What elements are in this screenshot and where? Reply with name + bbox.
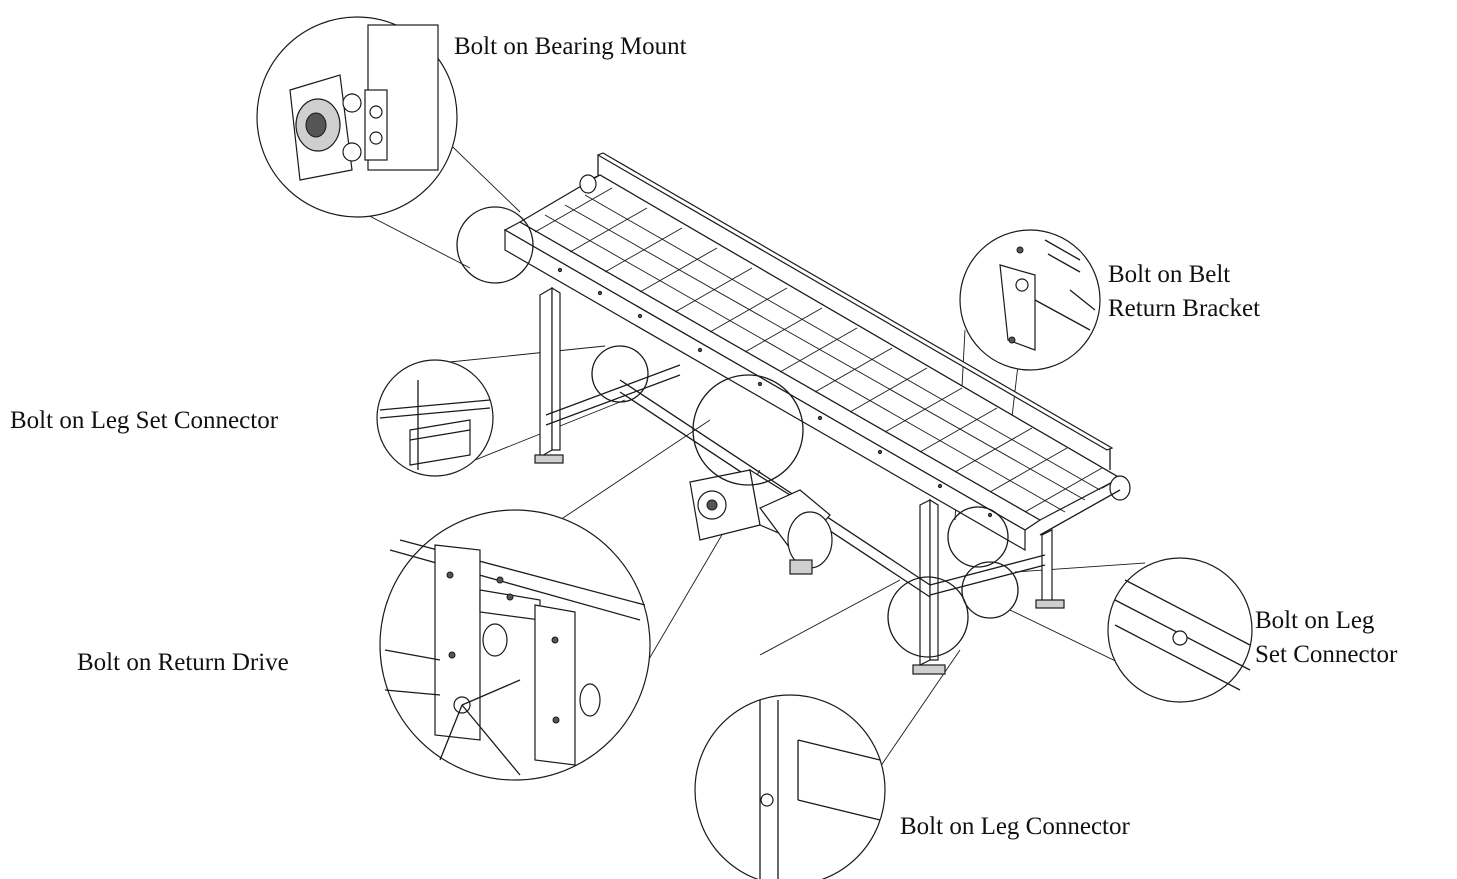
legs (534, 286, 1065, 675)
callout-return-drive: Bolt on Return Drive (77, 646, 289, 680)
detail-leg-set-connector-left (376, 359, 494, 477)
detail-bearing-mount (256, 16, 458, 218)
callout-belt-return-line2: Return Bracket (1108, 295, 1261, 322)
zoom-markers (456, 206, 1019, 658)
conveyor-frame (503, 152, 1131, 552)
callout-leg-set-connector-left-text: Bolt on Leg Set Connector (10, 407, 279, 434)
callout-leg-connector-text: Bolt on Leg Connector (900, 813, 1130, 840)
callout-bearing-mount: Bolt on Bearing Mount (454, 30, 687, 64)
detail-leg-set-connector-right (1107, 557, 1253, 703)
detail-leg-connector (694, 694, 886, 879)
detail-belt-return-bracket (959, 229, 1101, 371)
rail-bolt-holes (557, 267, 993, 518)
drive-motor (689, 468, 833, 575)
callout-leg-set-connector-left: Bolt on Leg Set Connector (10, 404, 278, 438)
callout-leg-set-connector-right-line1: Bolt on Leg (1255, 607, 1375, 634)
belt-slats (534, 187, 1103, 513)
callout-leg-connector: Bolt on Leg Connector (900, 810, 1130, 844)
callout-bearing-mount-text: Bolt on Bearing Mount (454, 33, 687, 60)
callout-belt-return-bracket: Bolt on Belt Return Bracket (1108, 258, 1260, 326)
detail-return-drive (379, 509, 651, 781)
callout-leg-set-connector-right: Bolt on Leg Set Connector (1255, 604, 1397, 672)
callout-leg-set-connector-right-line2: Set Connector (1255, 641, 1398, 668)
callout-return-drive-text: Bolt on Return Drive (77, 649, 289, 676)
callout-belt-return-line1: Bolt on Belt (1108, 261, 1231, 288)
